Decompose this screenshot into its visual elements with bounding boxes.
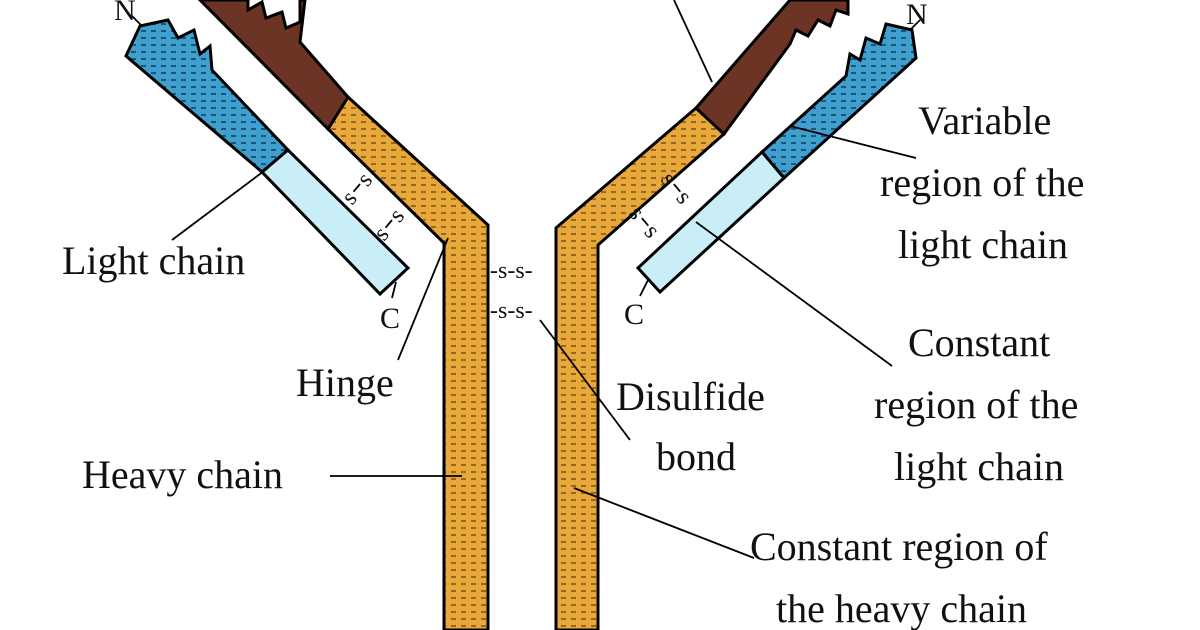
s-bond-line: [641, 217, 649, 227]
left-n-terminus-label: N: [114, 0, 136, 27]
s-bond-line: [673, 183, 681, 193]
hinge-leader: [397, 237, 449, 361]
right-heavy-chain-constant: [554, 105, 727, 630]
left-c-terminus-label: C: [380, 302, 400, 335]
s-glyph: s: [671, 186, 697, 210]
s-glyph: s: [639, 220, 665, 244]
constant-heavy-label-line1: Constant region of: [750, 524, 1048, 569]
disulfide-bond-label-line2: bond: [656, 434, 736, 479]
right-c-terminus-tick: [639, 279, 649, 297]
disulfide-bond-label-line1: Disulfide: [616, 374, 765, 419]
right-n-terminus-tick: [909, 19, 921, 31]
hinge-label: Hinge: [296, 360, 394, 405]
constant-light-label-line1: Constant: [908, 320, 1050, 365]
left-light-chain-variable: [124, 18, 291, 174]
constant-light-label-line3: light chain: [894, 444, 1064, 489]
heavy-variable-leader: [673, 0, 713, 83]
constant-light-leader: [695, 221, 893, 367]
right-c-terminus-label: C: [624, 298, 644, 331]
right-heavy-chain-variable: [693, 0, 850, 137]
constant-heavy-leader: [573, 487, 755, 559]
left-n-terminus-tick: [131, 15, 143, 27]
light-chain-leader: [171, 167, 269, 241]
variable-light-leader: [789, 125, 917, 159]
interheavy-disulfide-1: -s-s-: [490, 258, 533, 284]
constant-light-label-line2: region of the: [874, 382, 1078, 427]
interheavy-disulfide-2: -s-s-: [490, 298, 533, 324]
left-c-terminus-tick: [391, 281, 397, 299]
right-light-chain-variable: [759, 22, 918, 181]
right-n-terminus-label: N: [906, 0, 928, 31]
heavy-chain-label: Heavy chain: [82, 452, 283, 497]
variable-light-label-line1: Variable: [918, 98, 1051, 143]
left-heavy-chain-variable: [197, 0, 350, 132]
right-light-chain-constant: [635, 149, 787, 295]
s-bond-line: [384, 219, 393, 229]
s-bond-line: [352, 183, 361, 193]
left-light-chain-constant: [259, 147, 411, 297]
light-chain-label: Light chain: [62, 238, 245, 283]
variable-light-label-line2: region of the: [880, 160, 1084, 205]
constant-heavy-label-line2: the heavy chain: [776, 586, 1027, 630]
disulfide-bond-leader: [539, 319, 631, 441]
variable-light-label-line3: light chain: [898, 222, 1068, 267]
